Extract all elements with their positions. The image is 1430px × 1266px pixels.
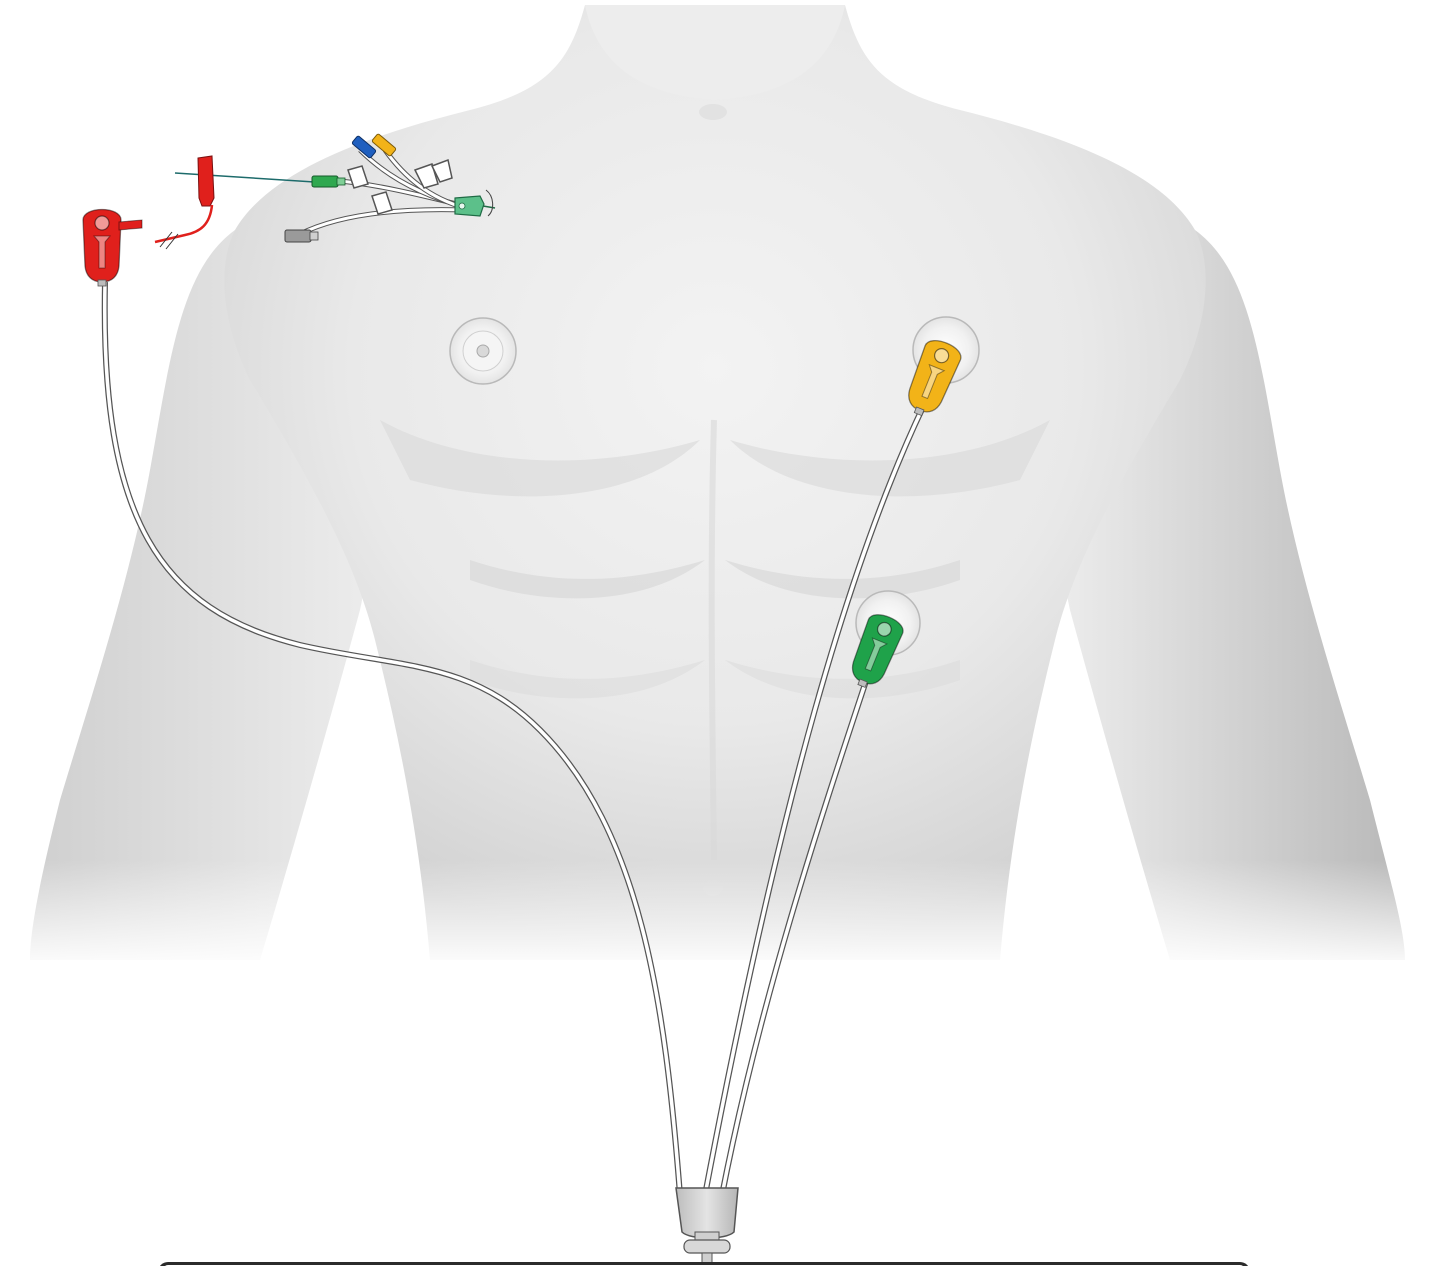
sternal-notch	[699, 104, 727, 120]
torso-figure	[0, 5, 1430, 970]
connector-neck	[695, 1232, 719, 1240]
linea-alba	[712, 420, 714, 860]
red-adapter	[155, 156, 214, 249]
green-port	[312, 176, 345, 187]
gray-port	[285, 230, 318, 242]
torso-fade	[0, 860, 1430, 970]
connector-ring	[684, 1240, 730, 1253]
red-lead-clip	[83, 210, 142, 287]
connector-yoke	[676, 1188, 738, 1238]
right-chest-electrode-pad	[450, 318, 516, 384]
lead-set-connector	[676, 1188, 738, 1266]
